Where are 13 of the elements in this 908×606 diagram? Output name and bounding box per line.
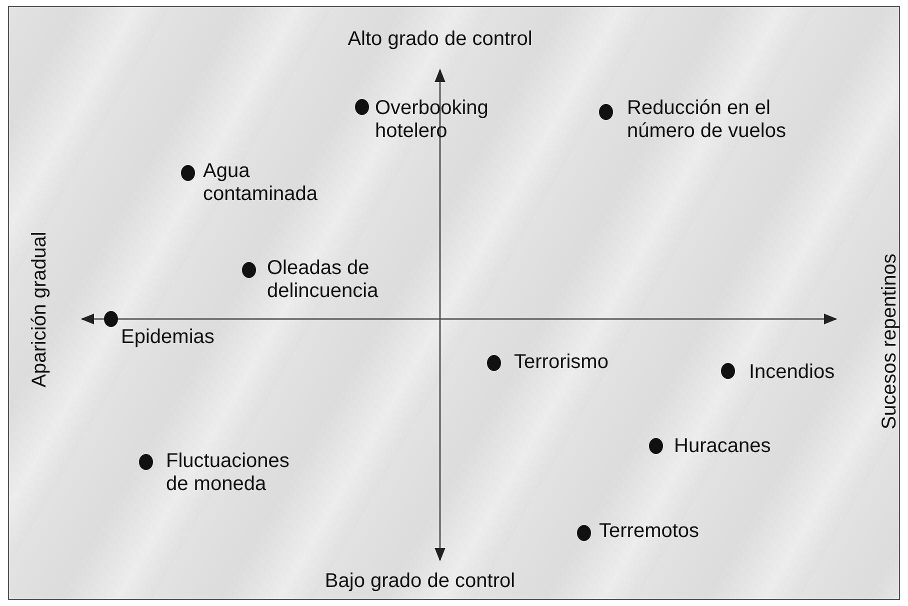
point-label: Terremotos bbox=[599, 520, 700, 543]
point-label: Terrorismo bbox=[514, 351, 610, 374]
axis-label: Sucesos repentinos bbox=[878, 252, 902, 432]
point-label: Incendios bbox=[749, 361, 836, 384]
point-label: Epidemias bbox=[121, 326, 216, 349]
point-label: Reducción en el número de vuelos bbox=[627, 97, 787, 143]
axis-label: Aparición gradual bbox=[28, 230, 52, 390]
axis-label: Alto grado de control bbox=[346, 28, 534, 51]
point-label: Oleadas de delincuencia bbox=[267, 257, 380, 303]
point-label: Fluctuaciones de moneda bbox=[166, 450, 290, 496]
axis-label: Bajo grado de control bbox=[324, 570, 516, 593]
point-label: Agua contaminada bbox=[203, 160, 319, 206]
point-label: Huracanes bbox=[674, 435, 772, 458]
